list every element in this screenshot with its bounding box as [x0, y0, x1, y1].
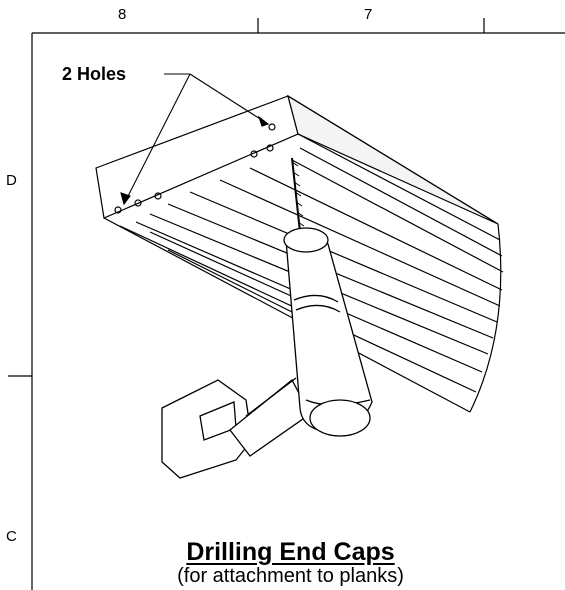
zone-label-left-c: C	[6, 528, 17, 545]
zone-label-top-7: 7	[364, 6, 373, 23]
caption-title-row: Drilling End Caps	[0, 538, 565, 567]
groove-line	[291, 159, 504, 273]
groove-line	[189, 191, 498, 323]
leader-arrowhead	[120, 192, 131, 206]
drill-bit	[291, 157, 301, 233]
hole-mark	[114, 206, 122, 214]
caption-title: Drilling End Caps	[186, 538, 395, 566]
hole-mark	[268, 123, 276, 131]
drill-end-cap	[309, 399, 371, 437]
drill	[161, 157, 373, 479]
drill-bit-flutes	[291, 161, 305, 227]
hole-mark	[266, 144, 274, 152]
plank-assembly	[95, 94, 504, 413]
groove-line	[219, 179, 501, 307]
hole-mark	[154, 192, 162, 200]
drill-chuck	[283, 227, 329, 253]
callout-label: 2 Holes	[62, 64, 127, 84]
callout-leaders	[120, 73, 270, 206]
hole-mark	[250, 150, 258, 158]
groove-line	[249, 167, 503, 291]
leader-line-2	[189, 73, 269, 125]
groove-line	[299, 147, 503, 257]
groove-line	[167, 249, 293, 313]
rail-far-edge	[469, 223, 502, 413]
rail-bottom-edge	[103, 217, 471, 413]
leader-line-1	[123, 73, 191, 205]
caption-subtitle: (for attachment to planks)	[177, 565, 404, 587]
leader-arrowhead	[257, 115, 270, 127]
handle-edge	[245, 377, 297, 417]
caption-subtitle-row: (for attachment to planks)	[0, 565, 565, 588]
zone-label-top-8: 8	[118, 6, 127, 23]
groove-line	[297, 133, 501, 241]
zone-label-left-d: D	[6, 172, 17, 189]
hole-mark	[134, 199, 142, 207]
groove-line	[149, 231, 301, 301]
drawing-frame	[8, 18, 565, 590]
rail-top-edge	[287, 95, 499, 225]
body-band	[295, 304, 341, 313]
body-band	[293, 294, 339, 303]
